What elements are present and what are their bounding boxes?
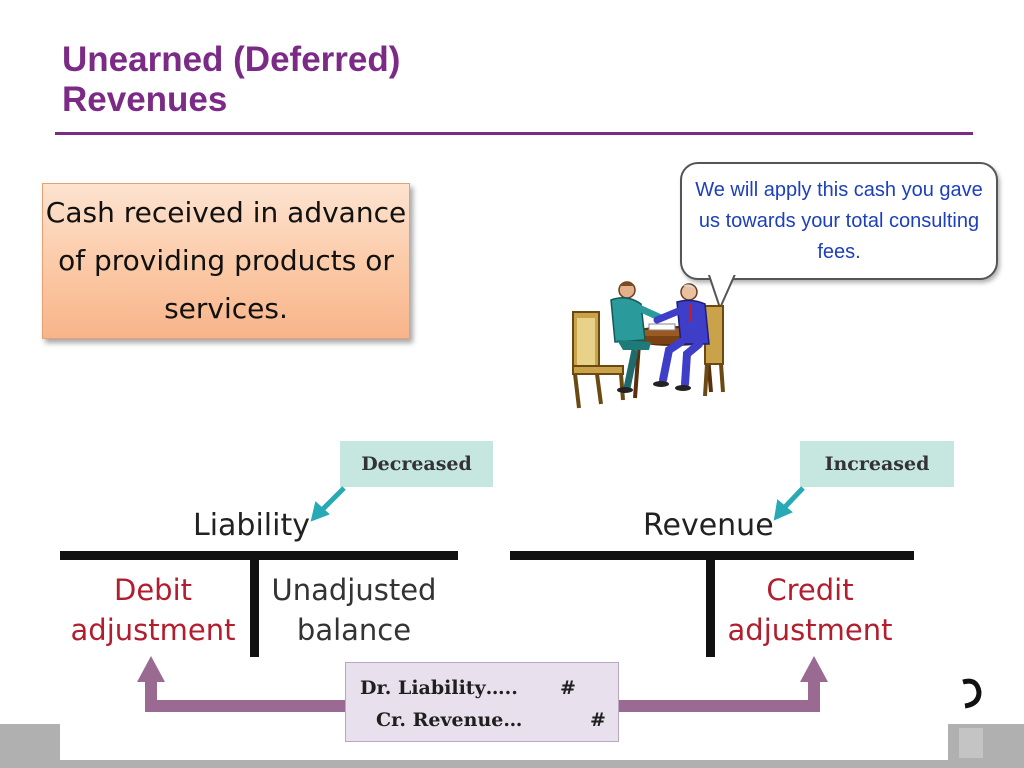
- journal-entry-box: Dr. Liability….. # Cr. Revenue… #: [345, 662, 619, 742]
- journal-debit-line: Dr. Liability…..: [360, 677, 518, 699]
- revenue-account-title: Revenue: [643, 508, 774, 543]
- speech-bubble-tail: [704, 272, 740, 310]
- journal-debit-amount: #: [560, 677, 576, 699]
- speech-bubble: We will apply this cash you gave us towa…: [680, 162, 998, 280]
- liability-unadjusted-balance: Unadjusted balance: [271, 573, 437, 647]
- liability-t-account-top: [60, 551, 458, 560]
- increased-tag: Increased: [800, 441, 954, 487]
- client-person-icon: [610, 281, 665, 393]
- business-meeting-illustration: [572, 281, 725, 409]
- definition-box: Cash received in advance of providing pr…: [42, 183, 410, 339]
- liability-account-title: Liability: [193, 508, 310, 543]
- revenue-credit-adjustment: Credit adjustment: [727, 573, 893, 647]
- slide-title: Unearned (Deferred) Revenues: [62, 40, 400, 120]
- left-chair-icon: [572, 311, 625, 409]
- liability-debit-adjustment: Debit adjustment: [70, 573, 236, 647]
- revenue-t-account-top: [510, 551, 914, 560]
- journal-credit-line: Cr. Revenue…: [376, 709, 523, 731]
- title-underline: [55, 132, 973, 135]
- publisher-logo-icon: [959, 678, 983, 758]
- journal-credit-amount: #: [590, 709, 606, 731]
- consultant-person-icon: [653, 283, 710, 391]
- liability-t-account-stem: [250, 557, 259, 657]
- definition-text: Cash received in advance of providing pr…: [45, 196, 407, 325]
- title-line-2: Revenues: [62, 80, 228, 119]
- revenue-t-account-stem: [706, 557, 715, 657]
- decreased-tag: Decreased: [340, 441, 493, 487]
- title-line-1: Unearned (Deferred): [62, 40, 401, 79]
- right-chair-icon: [703, 305, 725, 397]
- speech-bubble-text: We will apply this cash you gave us towa…: [695, 178, 983, 263]
